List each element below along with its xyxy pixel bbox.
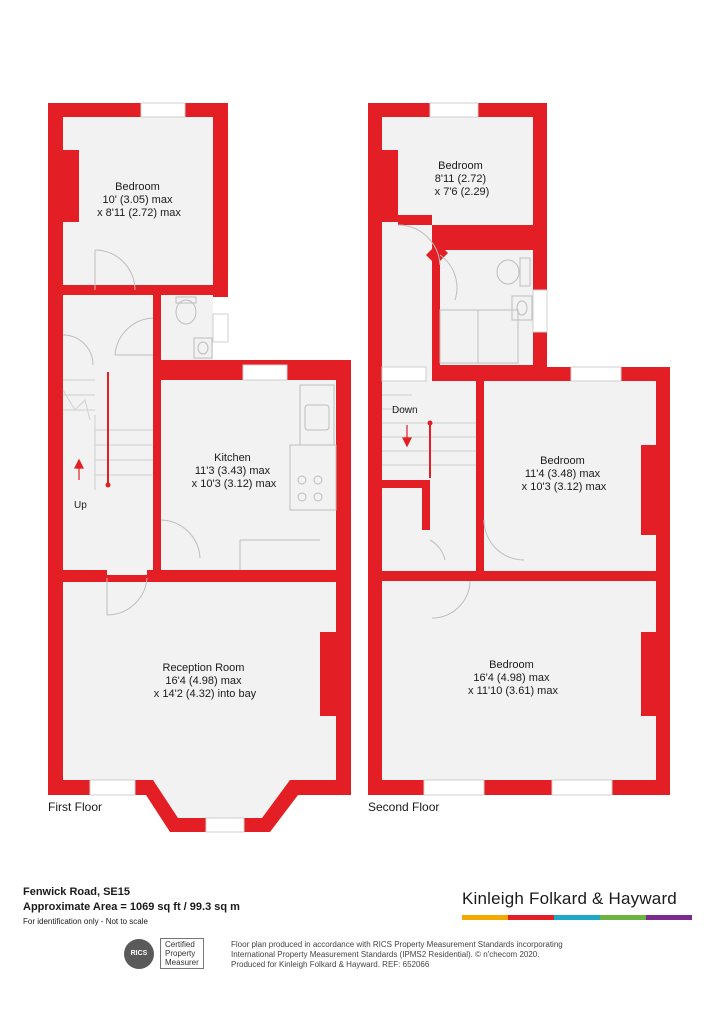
scale-note: For identification only - Not to scale xyxy=(23,917,148,926)
wall-stub xyxy=(382,571,432,581)
stair-rail-end xyxy=(105,482,111,488)
wall-stub xyxy=(63,570,107,582)
wall-stub xyxy=(426,243,448,265)
door-swings xyxy=(62,249,201,616)
bedroom-4-floor xyxy=(382,581,656,780)
bedroom-1-label: Bedroom 10' (3.05) max x 8'11 (2.72) max xyxy=(97,181,181,219)
address: Fenwick Road, SE15 xyxy=(23,886,130,898)
wall-stub xyxy=(476,381,484,571)
bedroom-3-label: Bedroom 11'4 (3.48) max x 10'3 (3.12) ma… xyxy=(522,455,607,493)
door-swings xyxy=(397,224,525,619)
kitchen-label: Kitchen 11'3 (3.43) max x 10'3 (3.12) ma… xyxy=(192,452,277,490)
certified-measurer: Certified Property Measurer xyxy=(160,938,204,969)
wall-stub xyxy=(432,240,440,367)
stair-rail-end xyxy=(427,420,433,426)
window xyxy=(532,289,548,333)
wall-stub xyxy=(641,445,656,535)
kitchen-floor xyxy=(161,380,336,570)
wall-stub xyxy=(382,480,422,488)
stairs-down-label: Down xyxy=(392,405,418,416)
wall-stub xyxy=(641,632,656,716)
wall-stub xyxy=(63,150,79,222)
floor-plan: Bedroom 10' (3.05) max x 8'11 (2.72) max… xyxy=(48,102,670,833)
bathroom-fittings xyxy=(175,296,213,359)
bedroom-1-floor xyxy=(63,117,213,285)
wall-stub xyxy=(382,150,398,222)
window xyxy=(140,102,186,118)
window xyxy=(242,364,288,381)
bathroom-2-floor xyxy=(440,250,533,365)
wall-stub xyxy=(440,240,533,250)
brand-bar xyxy=(462,915,508,920)
down-arrow-icon xyxy=(402,425,412,448)
window xyxy=(423,779,485,796)
approximate-area: Approximate Area = 1069 sq ft / 99.3 sq … xyxy=(23,901,240,913)
wall-stub xyxy=(320,632,336,716)
agent-brand: Kinleigh Folkard & Hayward xyxy=(462,889,677,908)
second-floor: Bedroom 8'11 (2.72) x 7'6 (2.29) Bedroom… xyxy=(368,102,670,814)
brand-bar xyxy=(508,915,554,920)
brand-bar xyxy=(600,915,646,920)
wall-stub xyxy=(63,285,95,295)
stairs xyxy=(62,379,153,490)
first-floor: Bedroom 10' (3.05) max x 8'11 (2.72) max… xyxy=(48,102,351,833)
bedroom-2-label: Bedroom 8'11 (2.72) x 7'6 (2.29) xyxy=(435,160,490,198)
rics-logo: RICS xyxy=(124,938,154,969)
window xyxy=(429,102,479,118)
stairs-up-label: Up xyxy=(74,500,87,511)
window xyxy=(89,779,136,796)
bedroom-3-floor xyxy=(484,381,656,571)
window xyxy=(570,366,622,382)
rics-badge: RICS Certified Property Measurer xyxy=(124,938,204,969)
reception-label: Reception Room 16'4 (4.98) max x 14'2 (4… xyxy=(154,662,257,700)
window xyxy=(551,779,613,796)
reception-floor xyxy=(63,582,336,818)
kitchen-fittings xyxy=(239,384,337,570)
bathroom-1-floor xyxy=(161,295,213,360)
wall-stub xyxy=(470,571,656,581)
disclaimer: Floor plan produced in accordance with R… xyxy=(231,940,563,969)
bedroom-4-label: Bedroom 16'4 (4.98) max x 11'10 (3.61) m… xyxy=(468,659,558,697)
wall-stub xyxy=(398,215,432,225)
wall-stub xyxy=(147,570,336,582)
up-arrow-icon xyxy=(74,458,84,480)
property-info: Fenwick Road, SE15 Approximate Area = 10… xyxy=(23,885,323,926)
brand-bar xyxy=(646,915,692,920)
first-floor-label: First Floor xyxy=(48,800,102,814)
wall-stub xyxy=(432,365,547,381)
window xyxy=(205,817,245,833)
wall-stub xyxy=(153,372,161,520)
window xyxy=(381,366,427,382)
wall-stub xyxy=(422,480,430,530)
wall-stub xyxy=(135,285,213,295)
second-floor-label: Second Floor xyxy=(368,800,439,814)
bathroom-fittings xyxy=(439,257,533,364)
wall-stub xyxy=(153,290,161,372)
brand-bar xyxy=(554,915,600,920)
bedroom-2-floor xyxy=(382,117,533,225)
window xyxy=(212,313,229,343)
